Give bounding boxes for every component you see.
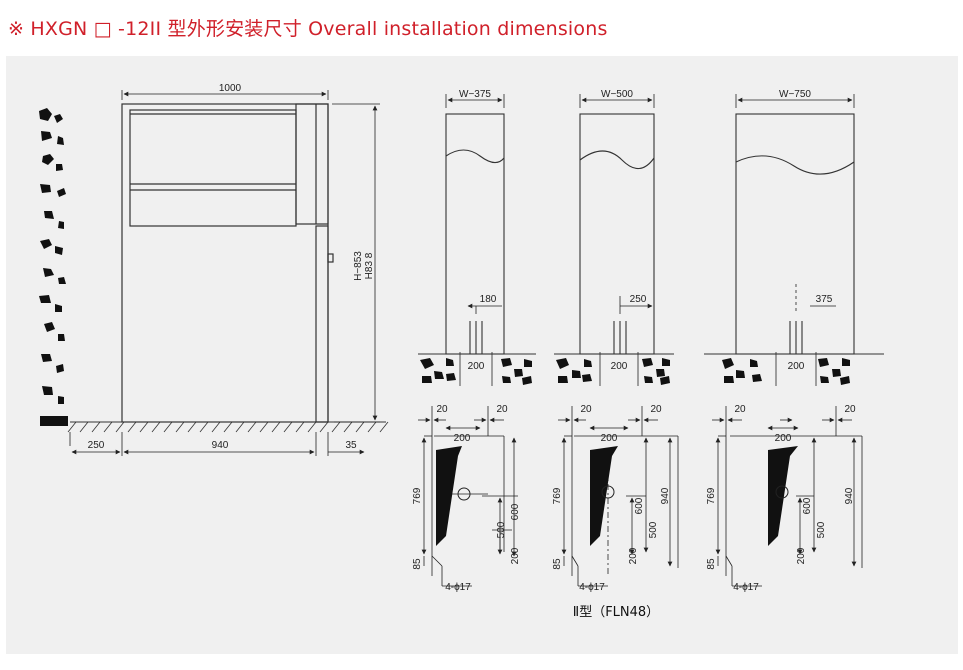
plan-3-depth: 769 (706, 487, 717, 504)
plan-2-dim-940: 940 (660, 487, 671, 504)
plan-3-dim-500: 500 (816, 521, 827, 538)
cabinet-front-view (121, 103, 334, 423)
section-2-offset-label: 250 (630, 294, 647, 305)
section-1-base-label: 200 (468, 361, 485, 372)
plan-3-top-width: 200 (775, 433, 792, 444)
wall-hatch (36, 106, 70, 426)
plan-2-foot: 85 (552, 558, 563, 570)
plan-2-dim-600: 600 (634, 497, 645, 514)
plan-2-dim-500: 500 (648, 521, 659, 538)
front-height-label-1: H−853 (353, 251, 364, 281)
plan-1-hole: 4-ϕ17 (445, 582, 471, 593)
page-title: ※ HXGN □ -12II 型外形安装尺寸 Overall installat… (8, 18, 608, 40)
section-1-floor (418, 353, 536, 385)
plan-1-dim-600: 600 (510, 503, 521, 520)
plan-view-1 (418, 406, 518, 587)
section-2-floor (554, 353, 674, 385)
plan-1-foot: 85 (412, 558, 423, 570)
plan-1-dim-500: 500 (496, 521, 507, 538)
section-2-base-label: 200 (611, 361, 628, 372)
plan-2-top-width: 200 (601, 433, 618, 444)
front-width-label: 1000 (219, 83, 242, 94)
plan-3-dim-200: 200 (796, 547, 807, 564)
plan-2-left-gap: 20 (580, 404, 592, 415)
section-1-width-label: W−375 (459, 89, 491, 100)
front-dimensions (69, 90, 380, 456)
plan-2-depth: 769 (552, 487, 563, 504)
drawing-panel: 1000 H−853 H83 8 250 940 35 W−375 180 20… (6, 56, 958, 654)
plan-1-top-width: 200 (454, 433, 471, 444)
front-bottom-left-label: 250 (88, 440, 105, 451)
section-2-width-label: W−500 (601, 89, 633, 100)
plan-3-hole: 4-ϕ17 (733, 582, 759, 593)
plan-2-right-gap: 20 (650, 404, 662, 415)
figure-caption: Ⅱ型（FLN48） (573, 605, 659, 620)
front-height-label-2: H83 8 (364, 252, 375, 279)
plan-1-left-gap: 20 (436, 404, 448, 415)
front-bottom-mid-label: 940 (212, 440, 229, 451)
plan-3-dim-600: 600 (802, 497, 813, 514)
section-view-2 (579, 113, 655, 355)
front-bottom-right-label: 35 (345, 440, 357, 451)
plan-view-2 (558, 406, 679, 587)
section-view-3 (735, 113, 855, 355)
installation-drawing: 1000 H−853 H83 8 250 940 35 W−375 180 20… (36, 83, 884, 620)
section-1-offset-label: 180 (480, 294, 497, 305)
plan-3-right-gap: 20 (844, 404, 856, 415)
plan-1-right-gap: 20 (496, 404, 508, 415)
section-3-base-label: 200 (788, 361, 805, 372)
section-3-floor (704, 353, 884, 385)
floor-line (67, 421, 389, 433)
plan-1-dim-200: 200 (510, 547, 521, 564)
plan-3-dim-940: 940 (844, 487, 855, 504)
plan-2-hole: 4-ϕ17 (579, 582, 605, 593)
plan-2-dim-200: 200 (628, 547, 639, 564)
plan-3-left-gap: 20 (734, 404, 746, 415)
section-3-offset-label: 375 (816, 294, 833, 305)
plan-view-3 (712, 406, 863, 587)
plan-1-depth: 769 (412, 487, 423, 504)
plan-3-foot: 85 (706, 558, 717, 570)
section-3-width-label: W−750 (779, 89, 811, 100)
section-view-1 (445, 113, 505, 355)
